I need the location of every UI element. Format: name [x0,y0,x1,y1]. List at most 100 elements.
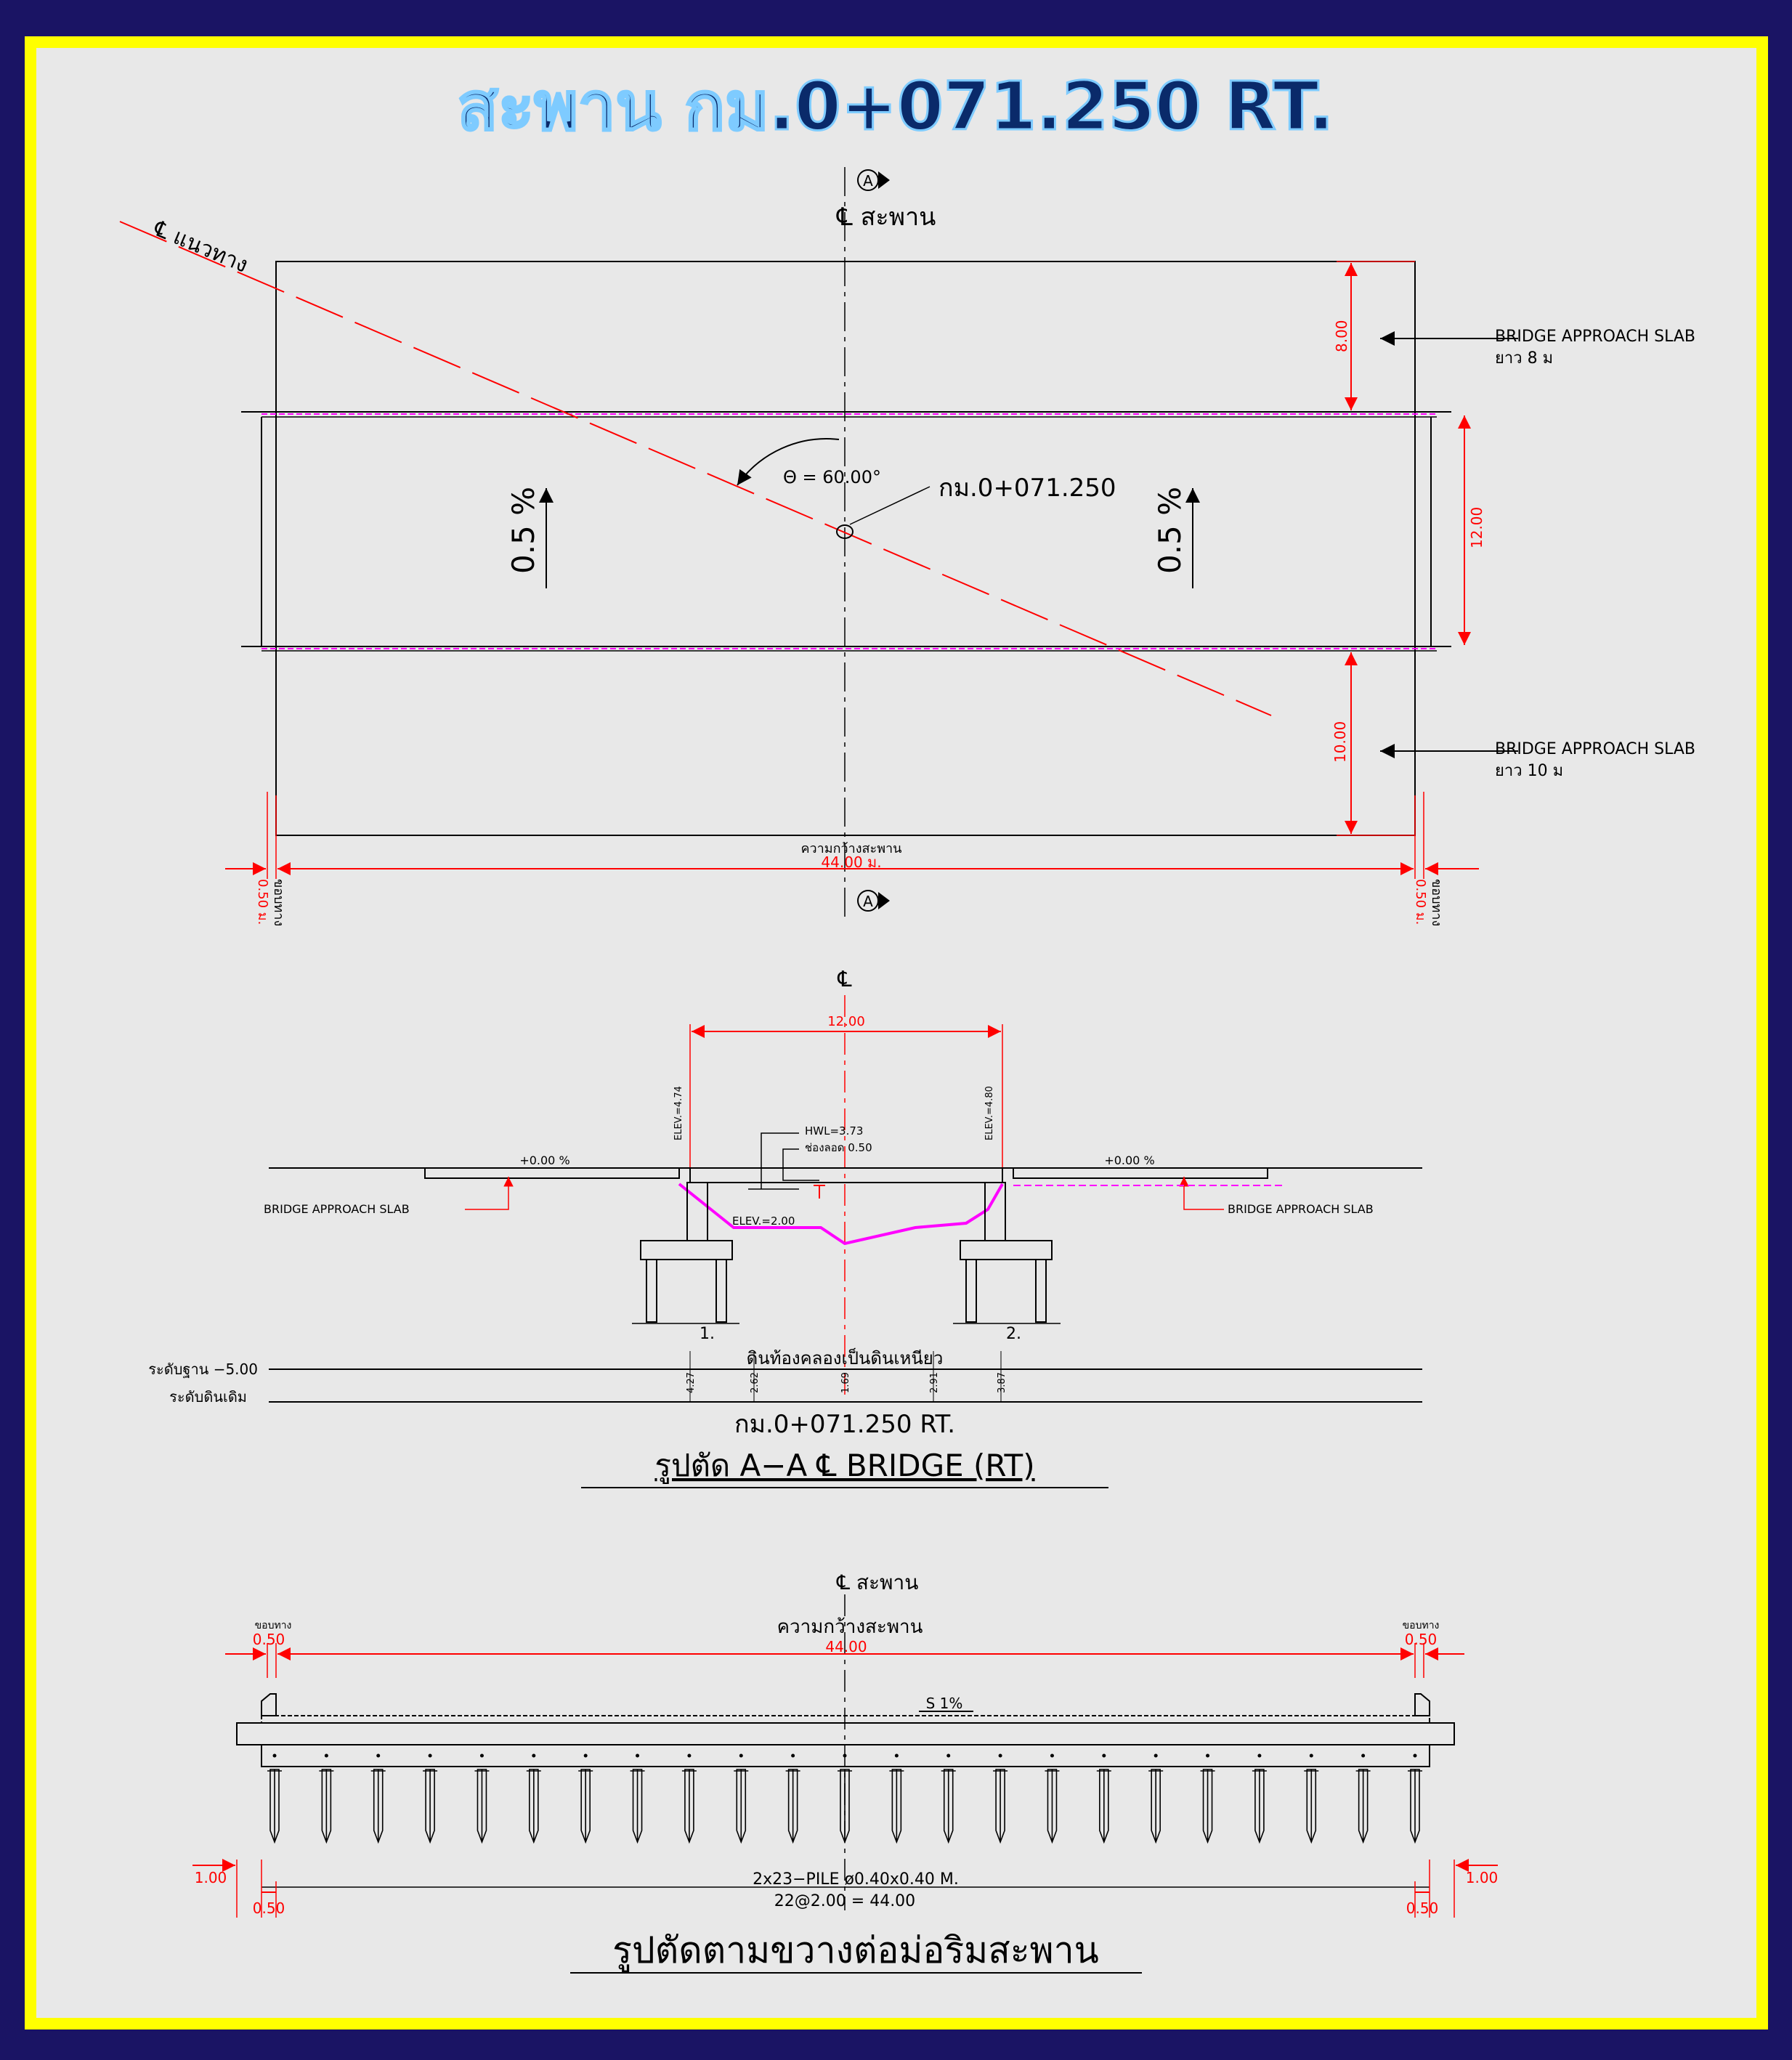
abut-pile-dot [1309,1753,1313,1758]
freeboard-leader [782,1148,819,1181]
bridge-centerline-label: ℄ สะพาน [836,203,936,232]
abut-pile [1410,1769,1420,1844]
freeboard-label: ช่องลอด 0.50 [805,1141,872,1154]
abut-pile-dot [428,1753,432,1758]
section-aa: ℄ 12.00 ELEV.=4.74 ELEV.=4.80 +0.00 % +0… [148,967,1422,1488]
abut-piles [267,1753,1422,1844]
bridge-deck [689,1167,1003,1183]
plan-view: ℄ สะพาน A A ℄ แนวทาง Θ = 60.00° กม.0+071… [119,167,1695,926]
approach-bottom-line1: BRIDGE APPROACH SLAB [1495,740,1695,758]
soil-note: ดินท้องคลองเป็นดินเหนียว [747,1347,944,1368]
sheet-title: สะพาน กม.0+071.250 RT. [458,68,1334,145]
abut-pile [321,1769,332,1844]
dim-middle-value: 12.00 [1468,507,1485,548]
abut-pile-dot [1050,1753,1054,1758]
dim-top-value: 8.00 [1333,320,1350,352]
datum-label: ระดับฐาน −5.00 [148,1361,258,1378]
abut-pile [1306,1769,1317,1844]
abut-pile [684,1769,694,1844]
abut-caption: รูปตัดตามขวางต่อม่อริมสะพาน [612,1929,1099,1972]
abut-shoulder-right-label: ขอบทาง [1403,1620,1440,1631]
channel-bed [678,1183,1004,1246]
abut-pile [1202,1769,1213,1844]
abut-pile [1254,1769,1265,1844]
slope-label-right: 0.5 % [1152,487,1188,574]
approach-aa-left-leader [465,1177,514,1210]
road-centerline [119,221,1272,716]
pier-2-cap [960,1240,1053,1260]
elev-left: ELEV.=4.74 [673,1086,684,1140]
abut-pile [477,1769,487,1844]
slope-aa-left: +0.00 % [519,1153,569,1167]
abut-pile [787,1769,798,1844]
plan-width-label: ความกว้างสะพาน [801,841,902,856]
abut-pile-dot [1361,1753,1366,1758]
ground-label: ระดับดินเดิม [169,1388,247,1406]
abut-pile-dot [998,1753,1002,1758]
abut-pile-spacing: 22@2.00 = 44.00 [774,1892,915,1910]
abut-pile-dot [946,1753,951,1758]
approach-aa-left: BRIDGE APPROACH SLAB [264,1202,410,1216]
abut-pile-dot [1206,1753,1210,1758]
approach-top-line2: ยาว 8 ม [1495,349,1553,368]
shoulder-left-value: 0.50 ม. [255,879,270,925]
abut-pile [269,1769,280,1844]
abut-pile-dot [376,1753,381,1758]
abut-pile-dot [1154,1753,1158,1758]
approach-aa-right-leader [1179,1177,1224,1210]
approach-bottom-line2: ยาว 10 ม [1495,762,1563,780]
elev-right: ELEV.=4.80 [984,1086,995,1140]
hwl-label: HWL=3.73 [805,1124,863,1138]
abut-centerline-label: ℄ สะพาน [836,1570,918,1594]
pier-2-label: 2. [1006,1325,1021,1343]
abut-curb-left [261,1693,277,1716]
approach-aa-right: BRIDGE APPROACH SLAB [1228,1202,1374,1216]
abut-beam [261,1744,1430,1767]
abut-pile [373,1769,384,1844]
abut-pile-dot [687,1753,692,1758]
section-aa-station: กม.0+071.250 RT. [734,1410,955,1439]
shoulder-right-label: ขอบทาง [1429,879,1444,926]
plan-outline [275,261,1416,836]
abut-pile [1047,1769,1058,1844]
abut-pile [840,1769,850,1844]
abut-dim-right-outer: 1.00 [1466,1869,1499,1886]
pier-1-pile-a [646,1259,657,1323]
abut-pile-dot [894,1753,899,1758]
abut-pile [529,1769,539,1844]
ground-depth-2: 2.62 [750,1372,761,1393]
dim-bottom-value: 10.00 [1331,721,1349,763]
approach-top-line1: BRIDGE APPROACH SLAB [1495,328,1695,346]
abut-pile [1099,1769,1109,1844]
abut-pile [632,1769,643,1844]
station-point [836,524,854,539]
ground-depth-4: 2.91 [929,1372,940,1393]
skew-angle-arc [737,438,840,486]
abut-pile-dot [1102,1753,1106,1758]
span-value: 12.00 [827,1014,865,1029]
approach-slab-right [1013,1167,1268,1179]
pier-1-cap [640,1240,733,1260]
abut-pile-dot [1413,1753,1417,1758]
abut-pile [425,1769,435,1844]
abut-width-label: ความกว้างสะพาน [777,1616,923,1638]
section-marker-bottom: A [863,893,873,910]
ground-depth-5: 3.87 [997,1372,1008,1393]
abut-pile [1358,1769,1369,1844]
abut-pile-dot [791,1753,795,1758]
abut-shoulder-left-value: 0.50 [253,1631,285,1648]
abut-crossfall: S 1% [926,1695,963,1712]
shoulder-left-label: ขอบทาง [271,879,286,926]
ground-depth-1: 4.27 [686,1372,697,1393]
abut-pile-dot [532,1753,536,1758]
section-aa-caption: รูปตัด A−A ℄ BRIDGE (RT) [654,1448,1034,1484]
abut-dim-left-outer: 1.00 [195,1869,227,1886]
hwl-leader [761,1132,799,1189]
station-leader [849,486,931,525]
abut-shoulder-left-label: ขอบทาง [255,1620,292,1631]
section-aa-centerline-label: ℄ [837,967,851,992]
bed-elev-label: ELEV.=2.00 [732,1214,795,1228]
abut-pile [736,1769,747,1844]
abut-pile [891,1769,902,1844]
